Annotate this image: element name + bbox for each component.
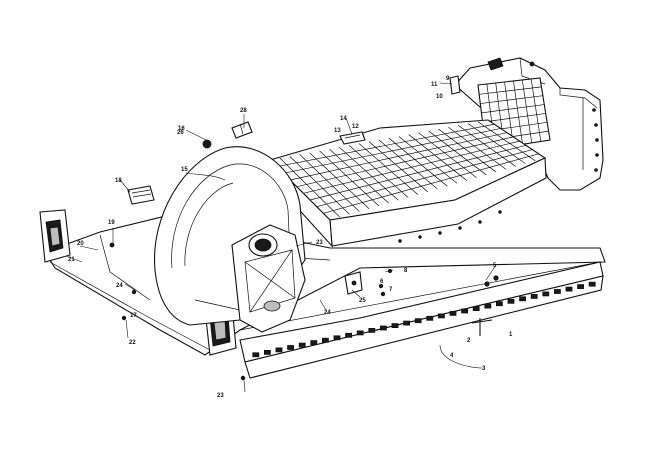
rail-fasteners [471, 275, 499, 336]
leader-lines [65, 82, 497, 393]
track-lug [391, 323, 399, 329]
track-lug [403, 320, 411, 326]
track-lug [287, 345, 295, 350]
callout-2: 2 [467, 338, 471, 344]
track-lug [298, 342, 306, 348]
callout-6: 6 [380, 279, 384, 285]
track-lug [461, 308, 469, 314]
track-lug [565, 286, 573, 292]
track-lug [356, 330, 364, 336]
callout-8: 8 [404, 268, 408, 274]
track-lug [437, 313, 445, 319]
track-lug [554, 289, 561, 294]
callout-9: 9 [446, 76, 450, 82]
track-lug [345, 332, 353, 338]
callout-17: 17 [130, 313, 137, 319]
track-lug [472, 306, 480, 312]
callout-16: 16 [178, 126, 185, 132]
callout-24a: 24 [116, 283, 123, 289]
track-lug [368, 327, 376, 333]
decal-plate [127, 185, 155, 205]
callout-4: 4 [450, 353, 454, 359]
callout-7: 7 [389, 287, 393, 293]
callout-23a: 23 [316, 240, 323, 246]
track-lug [449, 310, 457, 316]
track-lug [484, 303, 492, 309]
callout-23b: 23 [217, 393, 224, 399]
grommet-part [202, 139, 212, 149]
callout-10: 10 [436, 94, 443, 100]
callout-25: 25 [359, 298, 366, 304]
front-left-bracket [39, 209, 71, 263]
track-lug [414, 318, 422, 324]
tail-light-bracket [449, 75, 461, 95]
track-lug [263, 349, 271, 355]
callout-12: 12 [352, 124, 359, 130]
seat-latch [339, 131, 366, 145]
callout-5: 5 [493, 263, 497, 269]
callout-13: 13 [334, 128, 341, 134]
callout-1: 1 [509, 332, 513, 338]
track-lug [252, 352, 260, 358]
track-lug [275, 347, 283, 353]
tail-light-lens [487, 57, 504, 71]
track-assembly [239, 261, 604, 379]
seat-cushion [268, 119, 547, 248]
track-lug [519, 296, 526, 302]
track-lug [588, 281, 596, 287]
hitch-bracket [344, 271, 363, 295]
track-lug [542, 291, 550, 297]
chaincase-plate [231, 224, 306, 333]
track-lug [321, 337, 329, 343]
hinge-clip [231, 121, 253, 139]
callout-22: 22 [129, 340, 136, 346]
track-lug [310, 340, 318, 346]
callout-15: 15 [181, 167, 188, 173]
bolt-hardware [109, 242, 392, 381]
track-lug [577, 284, 584, 290]
callout-11: 11 [431, 82, 438, 88]
callout-3: 3 [482, 366, 486, 372]
callout-24b: 24 [324, 310, 331, 316]
callout-18: 18 [115, 178, 122, 184]
callout-14: 14 [340, 116, 347, 122]
track-lug [530, 293, 538, 299]
track-lug [379, 325, 387, 331]
track-lug [507, 298, 515, 304]
callout-26: 26 [177, 130, 184, 136]
callout-20: 20 [77, 241, 84, 247]
callout-19: 19 [108, 220, 115, 226]
callout-labels: 1 2 3 4 5 6 7 8 9 10 11 12 13 14 15 16 1… [68, 76, 513, 399]
callout-21: 21 [68, 257, 75, 263]
track-lug [495, 301, 503, 307]
track-lug [333, 335, 341, 341]
track-lug [426, 315, 434, 321]
callout-28: 28 [240, 108, 247, 114]
